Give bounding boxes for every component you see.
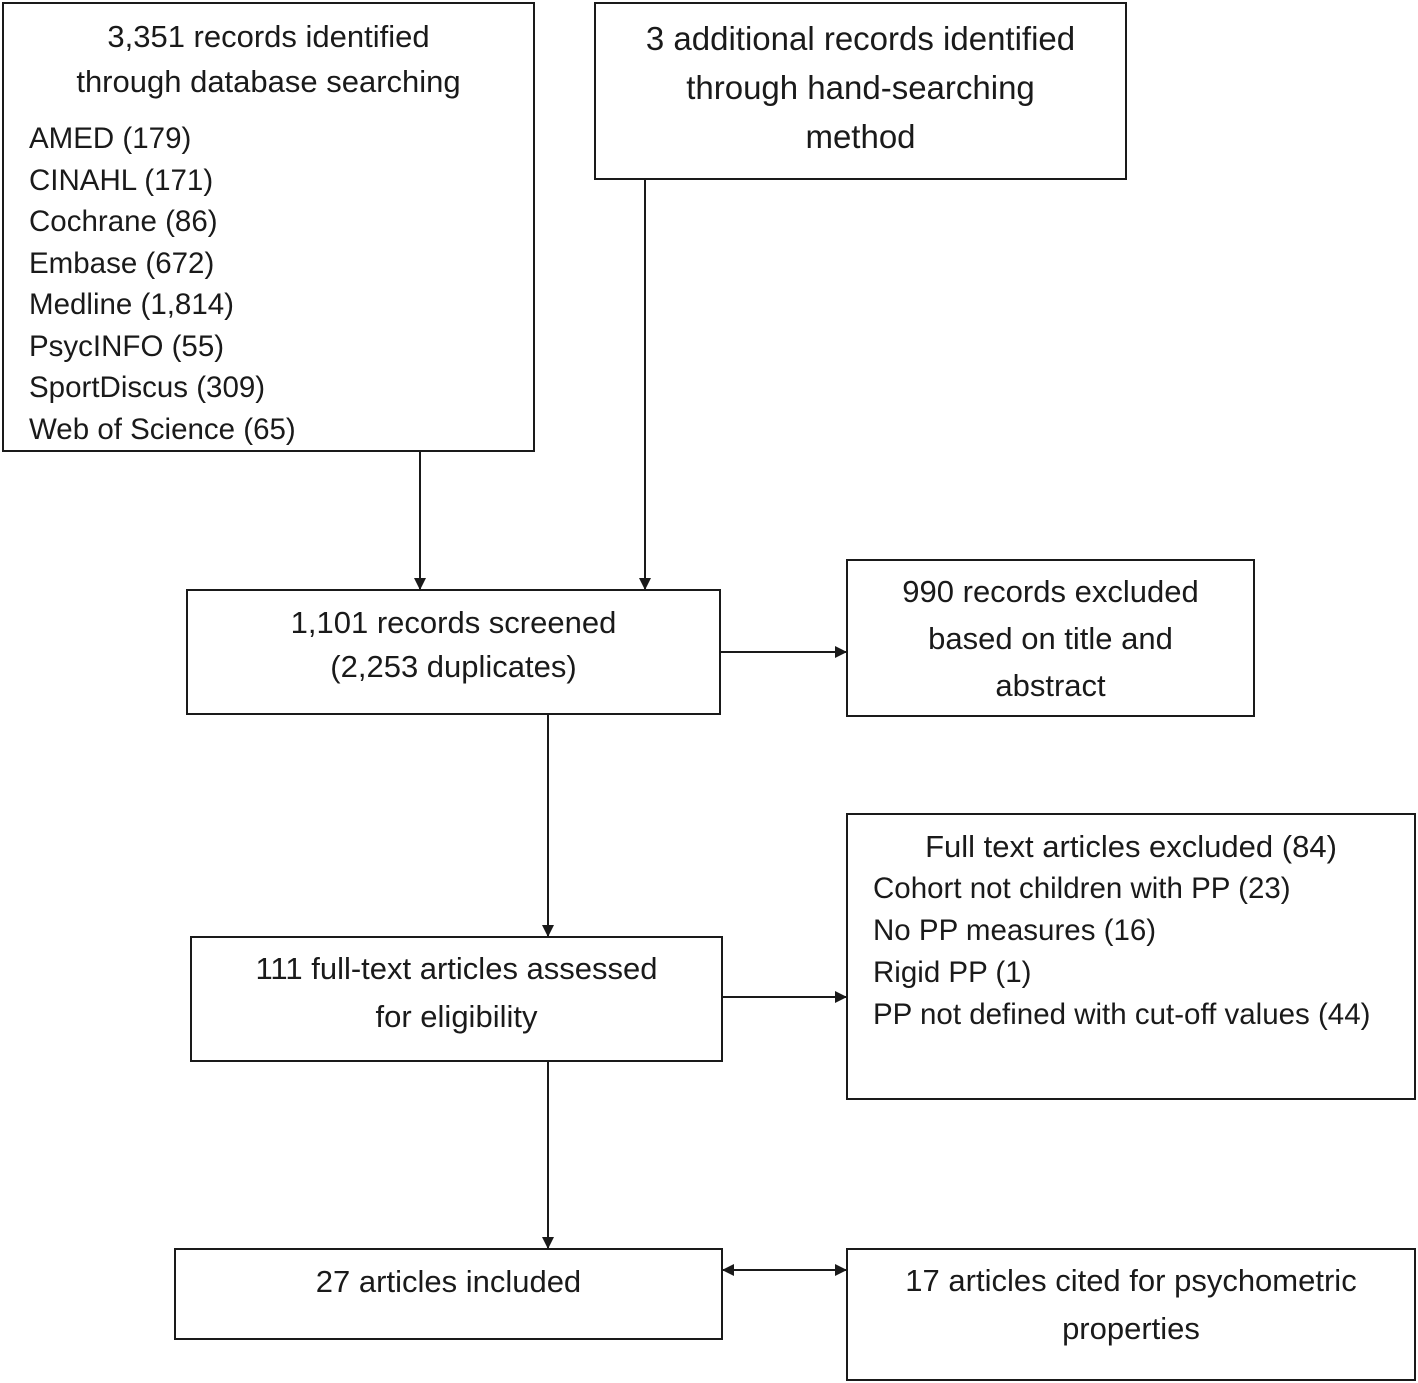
database-source-item: CINAHL (171) <box>29 163 214 197</box>
full-text-excluded-heading: Full text articles excluded (84) <box>925 829 1337 864</box>
psychometric-line-2: properties <box>1062 1311 1200 1346</box>
exclusion-reason-item: PP not defined with cut-off values (44) <box>873 998 1371 1031</box>
included-line: 27 articles included <box>315 1264 582 1299</box>
hand-search-line-1: 3 additional records identified <box>645 20 1076 57</box>
database-source-item: Cochrane (86) <box>29 205 218 238</box>
database-heading-line-1: 3,351 records identified <box>107 19 430 54</box>
full-text-excluded-box: Full text articles excluded (84) Cohort … <box>846 813 1416 1100</box>
screened-line-1: 1,101 records screened <box>290 605 617 640</box>
records-excluded-box: 990 records excluded based on title and … <box>846 559 1255 717</box>
database-source-item: Web of Science (65) <box>29 412 296 446</box>
exclusion-reason-item: No PP measures (16) <box>873 914 1157 947</box>
database-source-item: SportDiscus (309) <box>29 371 266 404</box>
articles-included-box: 27 articles included <box>174 1248 723 1340</box>
exclusion-reason-item: Rigid PP (1) <box>873 956 1032 989</box>
full-text-line-1: 111 full-text articles assessed <box>255 951 658 986</box>
excluded-title-line-1: 990 records excluded <box>902 574 1199 609</box>
hand-search-box: 3 additional records identified through … <box>594 2 1127 180</box>
hand-search-line-3: method <box>805 118 916 155</box>
hand-search-line-2: through hand-searching <box>686 69 1035 106</box>
database-heading-line-2: through database searching <box>76 64 461 99</box>
database-search-box: 3,351 records identified through databas… <box>2 2 535 452</box>
excluded-title-line-2: based on title and <box>928 621 1173 656</box>
database-source-list: AMED (179) CINAHL (171) Cochrane (86) Em… <box>29 118 296 450</box>
database-source-item: AMED (179) <box>29 122 192 155</box>
database-source-item: Medline (1,814) <box>29 288 234 321</box>
excluded-title-line-3: abstract <box>995 668 1106 703</box>
database-source-item: PsycINFO (55) <box>29 329 225 363</box>
screened-line-2: (2,253 duplicates) <box>330 649 577 684</box>
full-text-line-2: for eligibility <box>375 999 538 1034</box>
full-text-assessed-box: 111 full-text articles assessed for elig… <box>190 936 723 1062</box>
records-screened-box: 1,101 records screened (2,253 duplicates… <box>186 589 721 715</box>
database-source-item: Embase (672) <box>29 246 215 280</box>
psychometric-line-1: 17 articles cited for psychometric <box>905 1263 1357 1298</box>
psychometric-articles-box: 17 articles cited for psychometric prope… <box>846 1248 1416 1381</box>
exclusion-reason-item: Cohort not children with PP (23) <box>873 872 1291 905</box>
exclusion-reason-list: Cohort not children with PP (23) No PP m… <box>873 868 1403 1036</box>
